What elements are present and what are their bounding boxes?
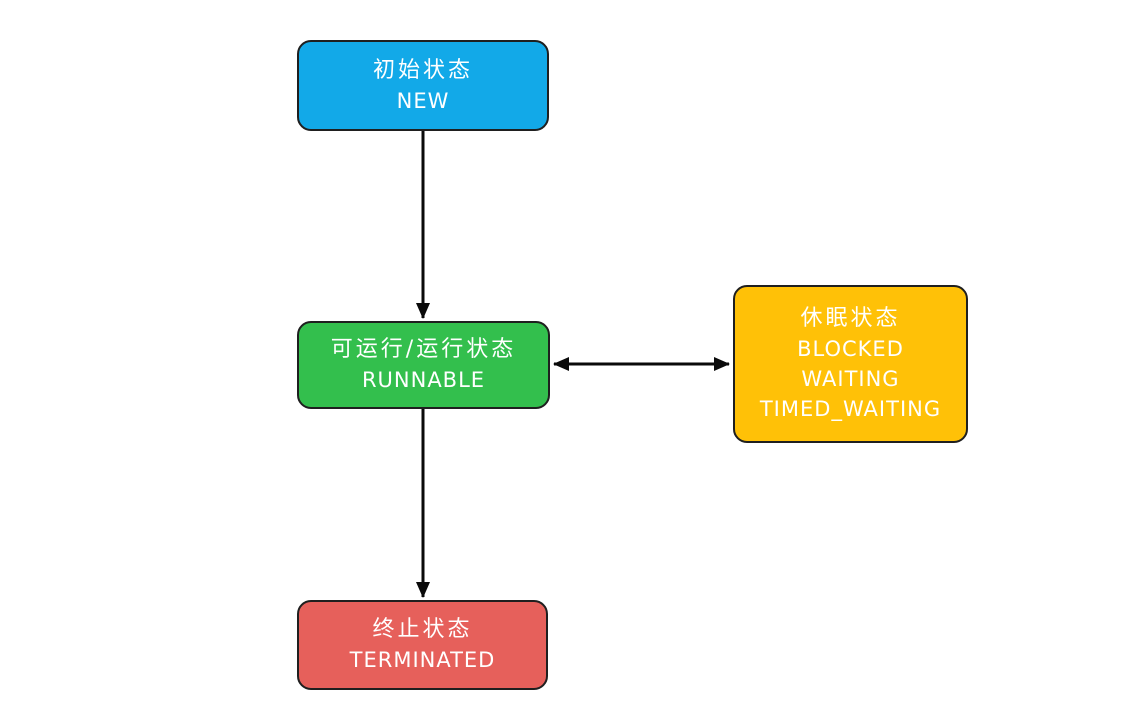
node-new: 初始状态 NEW — [297, 40, 549, 131]
node-new-label-zh: 初始状态 — [372, 57, 473, 83]
node-terminated: 终止状态 TERMINATED — [297, 600, 548, 690]
node-new-label-en: NEW — [396, 88, 450, 113]
node-runnable-label-en: RUNNABLE — [361, 368, 486, 392]
node-runnable: 可运行/运行状态 RUNNABLE — [297, 321, 550, 409]
node-sleep-label-zh: 休眠状态 — [800, 306, 901, 331]
node-sleep-label-timed-waiting: TIMED_WAITING — [759, 397, 942, 421]
node-sleep-label-waiting: WAITING — [801, 367, 900, 391]
node-runnable-label-zh: 可运行/运行状态 — [330, 337, 517, 362]
node-sleep-label-blocked: BLOCKED — [797, 337, 904, 361]
node-terminated-label-en: TERMINATED — [349, 648, 496, 672]
node-sleep: 休眠状态 BLOCKED WAITING TIMED_WAITING — [733, 285, 968, 443]
node-terminated-label-zh: 终止状态 — [372, 617, 473, 642]
